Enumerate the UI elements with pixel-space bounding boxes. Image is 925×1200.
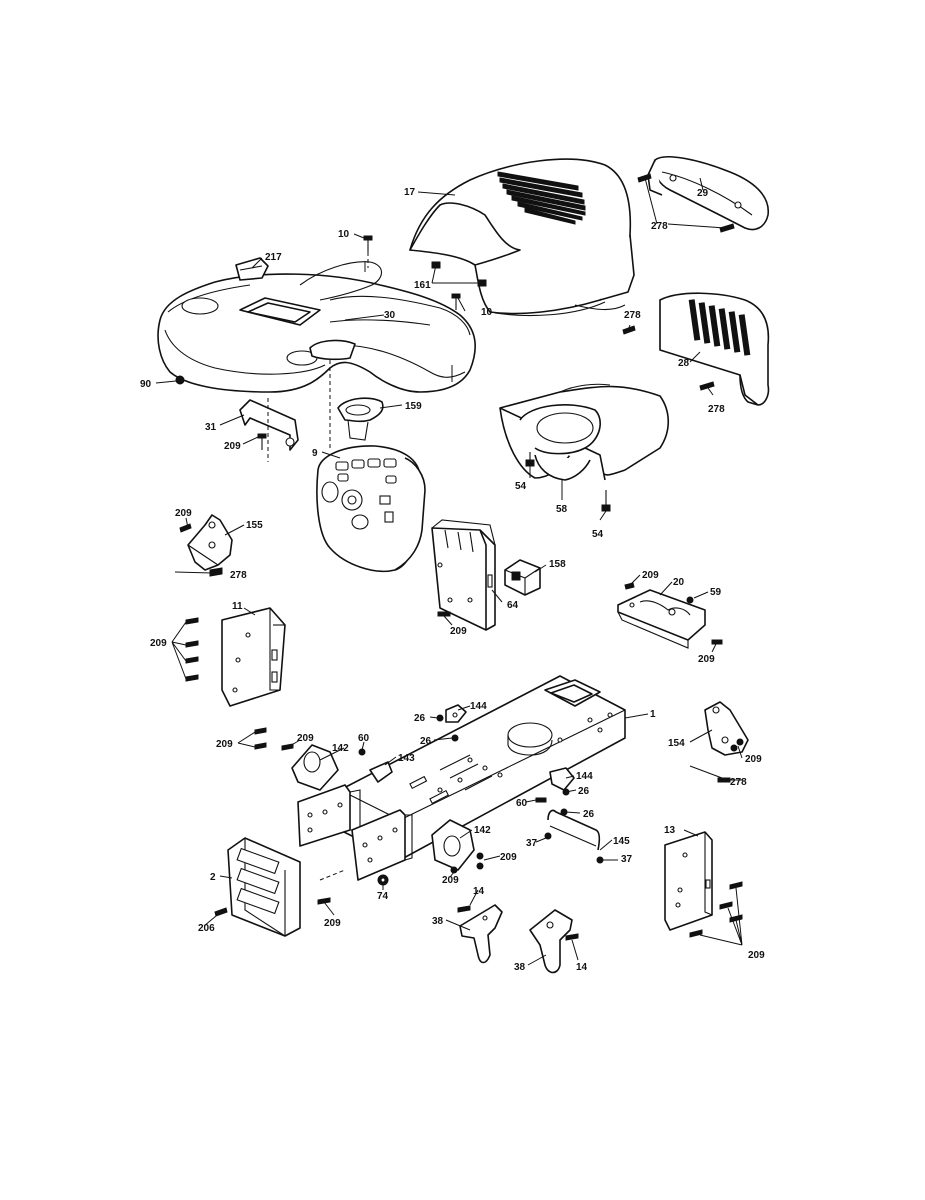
callout-209: 209 (224, 441, 241, 452)
fender-body-part (157, 261, 476, 393)
callout-159: 159 (405, 401, 422, 412)
callout-209: 209 (442, 875, 459, 886)
callout-26: 26 (583, 809, 595, 820)
callout-37: 37 (621, 854, 633, 865)
plate-13-part (664, 831, 743, 938)
callout-31: 31 (205, 422, 217, 433)
hood-part (409, 158, 635, 316)
callout-144: 144 (576, 771, 593, 782)
callout-143: 143 (398, 753, 415, 764)
switch-158-part (504, 559, 541, 596)
callout-2: 2 (210, 872, 216, 883)
callout-28: 28 (678, 358, 690, 369)
callout-209: 209 (150, 638, 167, 649)
bolt-10a-part (363, 235, 373, 268)
callout-209: 209 (748, 950, 765, 961)
callout-10: 10 (481, 307, 493, 318)
callout-145: 145 (613, 836, 630, 847)
callout-209: 209 (324, 918, 341, 929)
callout-209: 209 (500, 852, 517, 863)
callout-209: 209 (745, 754, 762, 765)
callout-209: 209 (450, 626, 467, 637)
bracket-154-part (689, 701, 749, 783)
callout-158: 158 (549, 559, 566, 570)
latch-217-part (235, 257, 269, 281)
callout-278: 278 (624, 310, 641, 321)
screw-278a-part (637, 173, 735, 233)
callout-142: 142 (332, 743, 349, 754)
callout-142: 142 (474, 825, 491, 836)
plate-11-part (185, 607, 286, 707)
callout-278: 278 (708, 404, 725, 415)
callout-209: 209 (297, 733, 314, 744)
callout-9: 9 (312, 448, 318, 459)
callout-37: 37 (526, 838, 538, 849)
callout-64: 64 (507, 600, 519, 611)
callout-217: 217 (265, 252, 282, 263)
callout-26: 26 (420, 736, 432, 747)
callout-26: 26 (414, 713, 426, 724)
callout-26: 26 (578, 786, 590, 797)
callout-13: 13 (664, 825, 676, 836)
bracket-142b-part (431, 819, 484, 874)
rod-145-part (544, 809, 604, 864)
side-plate-left-part (297, 784, 361, 847)
callout-209: 209 (216, 739, 233, 750)
bracket-38b-part (529, 909, 579, 974)
callout-154: 154 (668, 738, 685, 749)
callout-54: 54 (515, 481, 527, 492)
callout-161: 161 (414, 280, 431, 291)
callout-144: 144 (470, 701, 487, 712)
callout-60: 60 (358, 733, 370, 744)
seat-pan-58-part (499, 383, 670, 512)
bolt-10b-part (451, 293, 461, 310)
callout-209: 209 (642, 570, 659, 581)
callout-155: 155 (246, 520, 263, 531)
callout-10: 10 (338, 229, 350, 240)
bracket-155-part (174, 514, 233, 577)
callout-90: 90 (140, 379, 152, 390)
callout-74: 74 (377, 891, 389, 902)
callout-59: 59 (710, 587, 722, 598)
callout-38: 38 (432, 916, 444, 927)
callout-20: 20 (673, 577, 685, 588)
callout-278: 278 (730, 777, 747, 788)
callout-209: 209 (175, 508, 192, 519)
dash-panel-9-part (316, 360, 426, 572)
callout-60: 60 (516, 798, 528, 809)
knob-159-part (337, 397, 384, 441)
callout-labels: 17 29 278 10 217 161 10 278 30 28 90 278… (140, 187, 765, 973)
callout-14: 14 (473, 886, 485, 897)
callout-30: 30 (384, 310, 396, 321)
callout-29: 29 (697, 188, 709, 199)
front-plate-2-part (214, 837, 331, 937)
callout-58: 58 (556, 504, 568, 515)
rear-panel-29-part (647, 155, 770, 231)
panel-64-part (431, 519, 496, 631)
callout-278: 278 (230, 570, 247, 581)
callout-17: 17 (404, 187, 416, 198)
bumper-90-part (175, 375, 185, 385)
bracket-31-part (239, 398, 299, 462)
callout-14: 14 (576, 962, 588, 973)
callout-1: 1 (650, 709, 656, 720)
grille-28-part (622, 292, 770, 406)
callout-206: 206 (198, 923, 215, 934)
side-plate-center-part (319, 809, 413, 886)
callout-278: 278 (651, 221, 668, 232)
callout-38: 38 (514, 962, 526, 973)
callout-209: 209 (698, 654, 715, 665)
callout-11: 11 (232, 601, 243, 612)
callout-54: 54 (592, 529, 604, 540)
bracket-38a-part (457, 904, 503, 964)
plate-20-part (617, 582, 723, 649)
leader-lines (155, 177, 743, 966)
bracket-144b-part (549, 767, 575, 816)
